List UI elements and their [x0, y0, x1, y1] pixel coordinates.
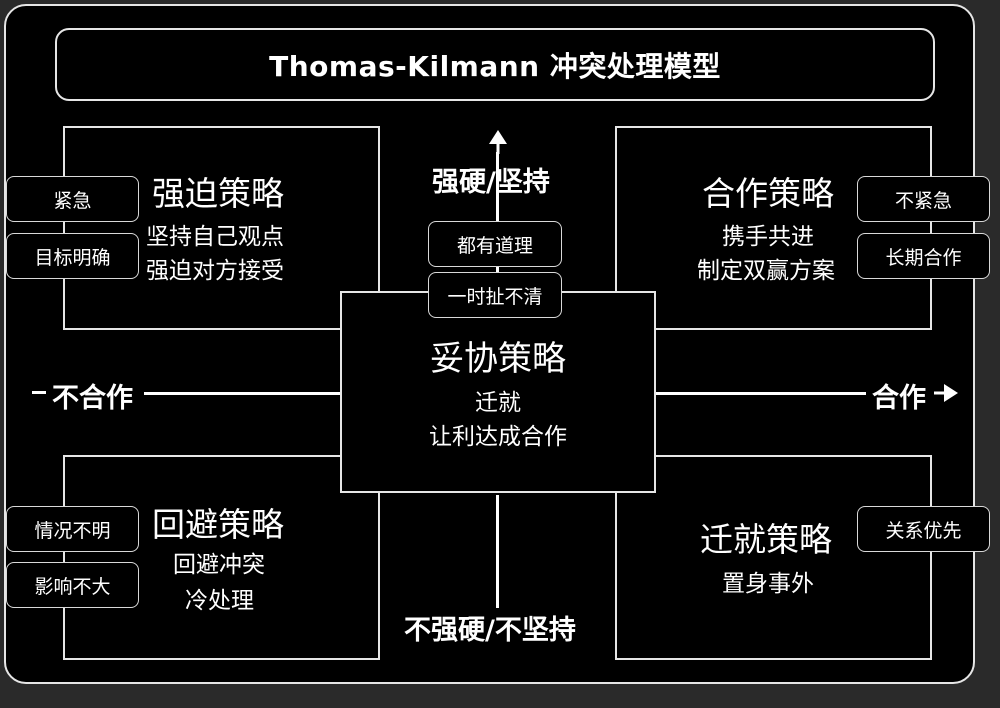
quadrant-top-left: [63, 126, 380, 330]
top-right-desc-1: 携手共进: [722, 224, 814, 250]
top-right-tag-2: 长期合作: [857, 233, 990, 279]
bottom-left-desc-1: 回避冲突: [173, 552, 265, 578]
top-right-tag-1: 不紧急: [857, 176, 990, 222]
quadrant-top-right: [615, 126, 932, 330]
axis-horizontal-left: [144, 392, 340, 395]
top-left-tag-1: 紧急: [6, 176, 139, 222]
axis-label-left: 不合作: [52, 383, 133, 414]
top-left-desc-2: 强迫对方接受: [146, 258, 284, 284]
top-left-tag-2: 目标明确: [6, 233, 139, 279]
bottom-left-title: 回避策略: [152, 505, 284, 544]
bottom-right-desc-1: 置身事外: [722, 571, 814, 597]
bottom-left-desc-2: 冷处理: [185, 588, 254, 614]
center-strategy-title: 妥协策略: [430, 338, 566, 379]
axis-label-bottom: 不强硬/不坚持: [404, 615, 576, 646]
center-tag-2: 一时扯不清: [428, 272, 562, 318]
diagram-title: Thomas-Kilmann 冲突处理模型: [55, 28, 935, 101]
bottom-right-title: 迁就策略: [700, 520, 832, 559]
quadrant-bottom-left: [63, 455, 380, 660]
top-right-desc-2: 制定双赢方案: [697, 258, 835, 284]
arrow-up-icon: [489, 130, 507, 154]
bottom-left-tag-2: 影响不大: [6, 562, 139, 608]
top-right-title: 合作策略: [702, 174, 834, 213]
quadrant-bottom-right: [615, 455, 932, 660]
axis-left-dash: [32, 391, 46, 394]
axis-horizontal-right: [656, 392, 866, 395]
axis-vertical-bottom: [496, 495, 499, 608]
center-strategy-desc-1: 迁就: [475, 389, 521, 416]
top-left-desc-1: 坚持自己观点: [146, 224, 284, 250]
bottom-left-tag-1: 情况不明: [6, 506, 139, 552]
axis-vertical-top: [496, 152, 499, 288]
arrow-right-icon: [934, 384, 958, 402]
top-left-title: 强迫策略: [152, 174, 284, 213]
center-strategy-desc-2: 让利达成合作: [429, 423, 567, 450]
axis-label-top: 强硬/坚持: [432, 167, 550, 198]
center-strategy-box: 妥协策略 迁就 让利达成合作: [340, 291, 656, 493]
bottom-right-tag-1: 关系优先: [857, 506, 990, 552]
center-tag-1: 都有道理: [428, 221, 562, 267]
axis-label-right: 合作: [872, 383, 926, 414]
